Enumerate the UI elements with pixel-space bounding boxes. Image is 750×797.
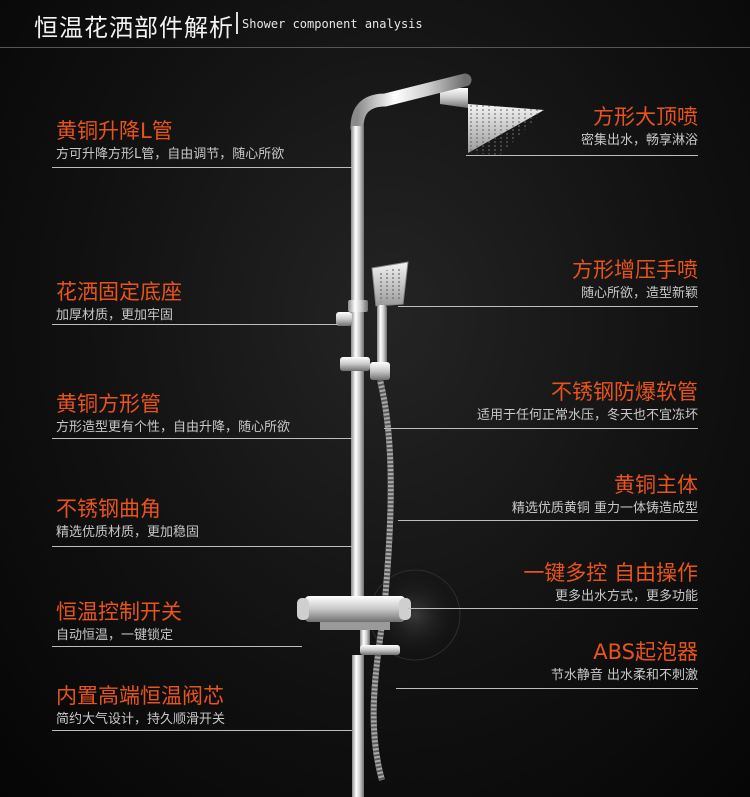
feature-title: 方形增压手喷: [572, 258, 698, 282]
feature-brass-body: 黄铜主体 精选优质黄铜 重力一体铸造成型: [512, 472, 698, 518]
feature-desc: 精选优质黄铜 重力一体铸造成型: [511, 501, 698, 516]
feature-brass-l-pipe: 黄铜升降L管 方可升降方形L管，自由调节，随心所欲: [56, 118, 284, 164]
thermostatic-valve-body: [297, 596, 411, 655]
title-divider: [236, 12, 238, 34]
feature-desc: 精选优质材质，更加稳固: [56, 525, 200, 540]
feature-title: 内置高端恒温阀芯: [56, 684, 224, 708]
feature-desc: 适用于任何正常水压，冬天也不宜冻坏: [476, 408, 698, 423]
feature-desc: 节水静音 出水柔和不刺激: [550, 668, 698, 683]
feature-desc: 密集出水，畅享淋浴: [580, 133, 698, 148]
hand-shower: [370, 261, 409, 380]
leader-line: [398, 520, 698, 521]
feature-abs-aerator: ABS起泡器 节水静音 出水柔和不刺激: [551, 639, 698, 685]
feature-one-key-control: 一键多控 自由操作 更多出水方式，更多功能: [523, 560, 698, 606]
feature-title: 黄铜主体: [614, 473, 698, 497]
feature-title: 花洒固定底座: [56, 280, 182, 304]
page-header: 恒温花洒部件解析 Shower component analysis: [0, 0, 750, 50]
leader-line: [408, 608, 698, 609]
feature-desc: 随心所欲，造型新颖: [580, 286, 698, 301]
feature-title: 不锈钢防爆软管: [551, 380, 698, 404]
leader-line: [398, 306, 698, 307]
l-pipe: [350, 73, 472, 135]
leader-line: [396, 688, 698, 689]
feature-desc: 简约大气设计，持久顺滑开关: [56, 712, 226, 727]
feature-fixing-base: 花洒固定底座 加厚材质，更加牢固: [56, 279, 182, 325]
feature-title: 黄铜方形管: [56, 392, 161, 416]
feature-valve-core: 内置高端恒温阀芯 简约大气设计，持久顺滑开关: [56, 683, 225, 729]
leader-line: [52, 546, 352, 547]
leader-line: [52, 730, 352, 731]
feature-desc: 方可升降方形L管，自由调节，随心所欲: [56, 147, 285, 162]
feature-desc: 加厚材质，更加牢固: [56, 308, 174, 323]
feature-desc: 自动恒温，一键锁定: [56, 628, 174, 643]
leader-line: [466, 155, 698, 156]
feature-brass-square-pipe: 黄铜方形管 方形造型更有个性，自由升降，随心所欲: [56, 391, 290, 437]
feature-title: ABS起泡器: [593, 640, 698, 664]
feature-desc: 更多出水方式，更多功能: [554, 589, 698, 604]
feature-title: 恒温控制开关: [56, 600, 182, 624]
leader-line: [52, 167, 352, 168]
leader-line: [384, 428, 698, 429]
header-rule: [0, 47, 750, 48]
feature-hand-shower: 方形增压手喷 随心所欲，造型新颖: [572, 257, 698, 303]
feature-steel-hose: 不锈钢防爆软管 适用于任何正常水压，冬天也不宜冻坏: [477, 379, 698, 425]
leader-line: [52, 438, 352, 439]
feature-square-top-shower: 方形大顶喷 密集出水，畅享淋浴: [581, 104, 698, 150]
feature-title: 黄铜升降L管: [56, 119, 173, 143]
feature-desc: 方形造型更有个性，自由升降，随心所欲: [56, 420, 291, 435]
leader-line: [52, 646, 302, 647]
feature-thermostatic-switch: 恒温控制开关 自动恒温，一键锁定: [56, 599, 182, 645]
page-subtitle: Shower component analysis: [242, 17, 423, 31]
lower-pipe: [352, 655, 364, 797]
feature-title: 一键多控 自由操作: [523, 561, 698, 585]
feature-steel-elbow: 不锈钢曲角 精选优质材质，更加稳固: [56, 496, 199, 542]
fixing-base: [336, 300, 368, 326]
top-shower-head: [440, 88, 544, 155]
feature-title: 不锈钢曲角: [56, 497, 161, 521]
leader-line: [52, 324, 338, 325]
page-title: 恒温花洒部件解析: [34, 14, 234, 42]
feature-title: 方形大顶喷: [593, 105, 698, 129]
slider-bracket: [340, 357, 370, 371]
